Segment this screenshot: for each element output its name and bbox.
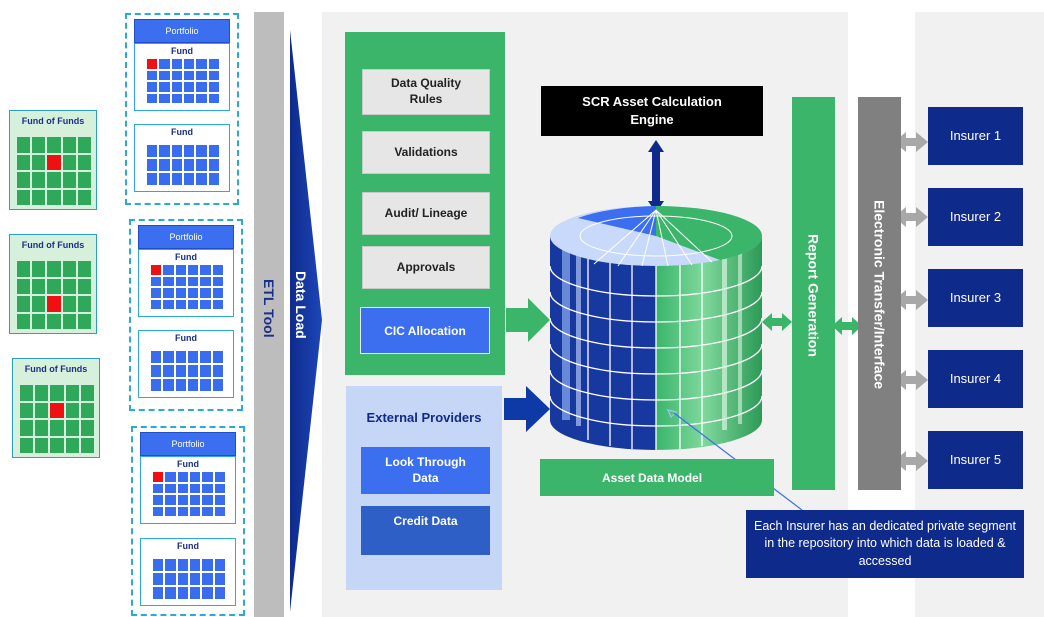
portfolio-group	[131, 426, 245, 616]
insurer-2-box: Insurer 2	[928, 188, 1023, 246]
audit-lineage-box: Audit/ Lineage	[362, 192, 490, 235]
fund-grid	[153, 472, 225, 516]
external-providers-title: External Providers	[366, 410, 482, 425]
repository-cylinder	[549, 206, 763, 450]
fund-of-funds-title: Fund of Funds	[21, 116, 85, 126]
electronic-transfer-bar	[858, 97, 901, 490]
cic-allocation-box: CIC Allocation	[360, 307, 490, 354]
asset-data-model-box: Asset Data Model	[540, 459, 774, 496]
insurer-1-box: Insurer 1	[928, 107, 1023, 165]
controls-to-repo-arrow	[506, 298, 550, 342]
fund-grid	[147, 59, 219, 103]
data-load-label: Data Load	[293, 271, 309, 339]
data-quality-rules-box: Data Quality Rules	[362, 69, 490, 115]
data-load-arrow	[290, 30, 322, 612]
insurer-3-box: Insurer 3	[928, 269, 1023, 327]
scr-engine-box: SCR Asset Calculation Engine	[541, 86, 763, 136]
report-generation-bar	[792, 97, 835, 490]
fund-of-funds-grid	[17, 137, 91, 205]
approvals-box: Approvals	[362, 246, 490, 289]
fund-title: Fund	[175, 333, 197, 343]
fund-box: Fund	[138, 249, 234, 317]
fund-of-funds-title: Fund of Funds	[21, 240, 85, 250]
electronic-transfer-label: Electronic Transfer/Interface	[871, 200, 888, 390]
report-transfer-arrow	[832, 317, 862, 335]
look-through-data-box: Look Through Data	[361, 447, 490, 494]
fund-title: Fund	[177, 459, 199, 469]
fund-box: Fund	[134, 124, 230, 192]
fund-of-funds-box: Fund of Funds	[9, 234, 97, 334]
repo-report-arrow	[762, 313, 792, 331]
portfolio-header: Portfolio	[134, 19, 230, 43]
fund-of-funds-title: Fund of Funds	[24, 364, 88, 374]
fund-title: Fund	[175, 252, 197, 262]
portfolio-group	[129, 219, 243, 411]
fund-title: Fund	[171, 127, 193, 137]
insurer-4-box: Insurer 4	[928, 350, 1023, 408]
transfer-insurer-arrows	[894, 132, 928, 471]
fund-box: Fund	[134, 43, 230, 111]
insurer-5-box: Insurer 5	[928, 431, 1023, 489]
fund-box: Fund	[138, 330, 234, 398]
fund-of-funds-box: Fund of Funds	[9, 110, 97, 210]
fund-of-funds-box: Fund of Funds	[12, 358, 100, 458]
etl-tool-bar	[254, 12, 284, 617]
fund-of-funds-grid	[17, 261, 91, 329]
fund-grid	[151, 351, 223, 391]
external-to-repo-arrow	[504, 386, 550, 432]
portfolio-group	[125, 13, 239, 205]
portfolio-header: Portfolio	[138, 225, 234, 249]
etl-tool-label: ETL Tool	[261, 278, 277, 338]
validations-box: Validations	[362, 131, 490, 174]
scr-double-arrow	[648, 140, 664, 213]
credit-data-box: Credit Data	[361, 506, 490, 555]
fund-grid	[147, 145, 219, 185]
fund-title: Fund	[177, 541, 199, 551]
report-generation-label: Report Generation	[805, 233, 822, 357]
fund-of-funds-grid	[20, 385, 94, 453]
fund-grid	[153, 559, 225, 599]
insurer-segment-callout: Each Insurer has an dedicated private se…	[746, 510, 1024, 578]
fund-grid	[151, 265, 223, 309]
fund-box: Fund	[140, 538, 236, 606]
fund-title: Fund	[171, 46, 193, 56]
portfolio-header: Portfolio	[140, 432, 236, 456]
fund-box: Fund	[140, 456, 236, 524]
